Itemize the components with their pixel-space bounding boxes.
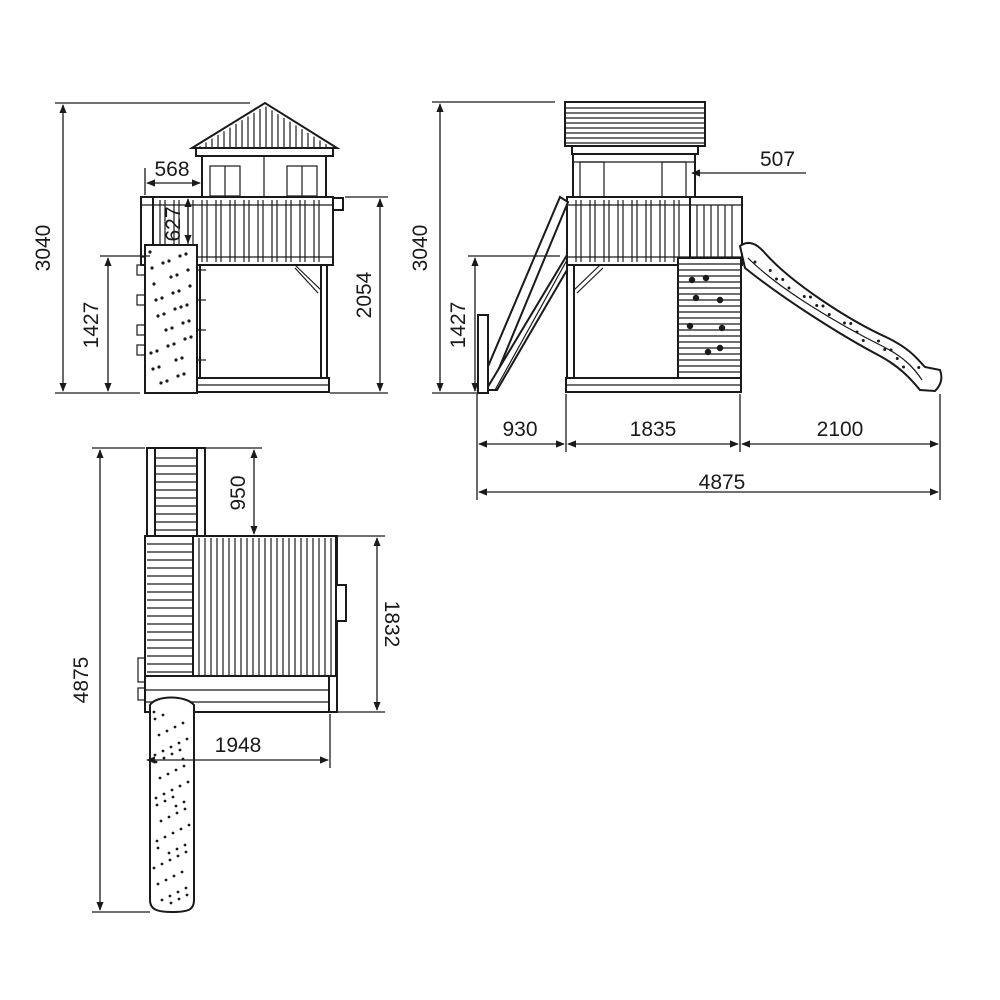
dim-side-wall-height: 1427 [80, 255, 150, 392]
dim-side-total-height: 3040 [32, 102, 250, 394]
dim-top-tower-width: 1948 [146, 714, 331, 768]
side-handle [332, 197, 344, 211]
dim-front-wall-height: 1427 [447, 255, 560, 392]
dim-side-roof-offset: 568 [144, 158, 201, 195]
dim-side-rail-height: 627 [162, 198, 192, 244]
front-wall-boards [678, 263, 741, 373]
side-roof-boards [199, 106, 327, 148]
side-view: 3040 1427 568 627 2054 [32, 101, 388, 394]
dim-label: 3040 [32, 225, 55, 272]
dim-label: 2054 [353, 271, 376, 318]
front-rail-slats [567, 200, 742, 262]
dim-label: 1835 [630, 418, 677, 441]
dim-label: 1427 [447, 302, 470, 349]
top-ladder [146, 447, 206, 537]
top-deck-boards [147, 543, 193, 673]
top-slide-texture [152, 710, 191, 905]
dim-front-overhang: 507 [691, 148, 806, 177]
side-roof-fascia [195, 147, 334, 157]
front-ladder [476, 195, 570, 394]
side-roof [188, 101, 341, 149]
top-roof-boards [198, 538, 332, 675]
front-slide [738, 241, 943, 393]
front-climbing-holds [686, 274, 726, 356]
front-upper-wall [572, 153, 696, 198]
dim-label: 950 [227, 475, 250, 510]
dim-label: 1832 [380, 601, 403, 648]
dim-top-ladder-length: 950 [205, 447, 262, 535]
dim-label: 568 [154, 158, 189, 181]
side-climbing-holds [148, 250, 193, 385]
dim-label: 627 [162, 206, 185, 241]
dim-top-tower-depth: 1832 [338, 535, 403, 713]
front-roof-boards [565, 107, 705, 144]
dim-front-widths: 930 1835 2100 4875 [476, 394, 941, 500]
top-slide [149, 696, 195, 914]
dim-label: 2100 [817, 418, 864, 441]
dim-side-deck-height: 2054 [330, 196, 388, 394]
dim-label: 4875 [70, 657, 93, 704]
slide-texture [753, 260, 921, 369]
front-view: 3040 1427 507 930 1835 2100 4875 [409, 101, 943, 500]
dim-label: 1427 [80, 302, 103, 349]
top-view: 4875 950 1832 1948 [70, 447, 403, 914]
dim-label: 1948 [215, 734, 262, 757]
dim-front-total-height: 3040 [409, 101, 555, 394]
dim-label: 3040 [409, 225, 432, 272]
dim-label: 930 [502, 418, 537, 441]
front-deck-rail [566, 196, 743, 266]
top-handle [335, 584, 347, 622]
dim-top-total-length: 4875 [70, 447, 150, 913]
dim-label: 4875 [699, 471, 746, 494]
dim-label: 507 [760, 148, 795, 171]
